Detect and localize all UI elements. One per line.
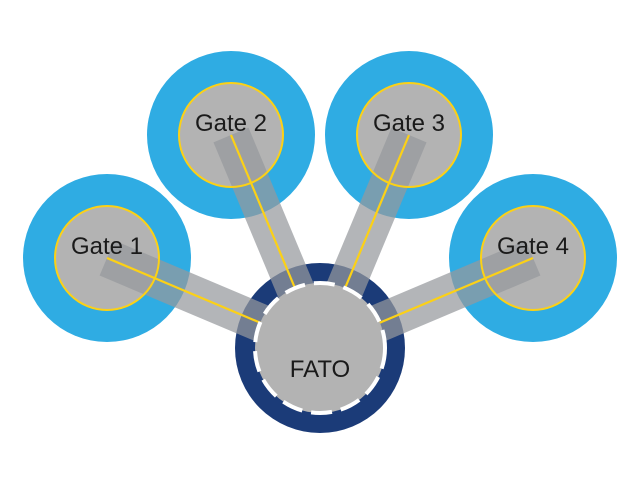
gate-3-yellow-ring	[356, 82, 462, 188]
gate-3-label: Gate 3	[373, 110, 445, 137]
gate-2-yellow-ring	[178, 82, 284, 188]
gate-2-label: Gate 2	[195, 110, 267, 137]
gate-1-label: Gate 1	[71, 233, 143, 260]
fato-label: FATO	[290, 356, 350, 383]
fato-pad-circle	[253, 281, 387, 415]
gate-4-label: Gate 4	[497, 233, 569, 260]
gate-1-yellow-ring	[54, 205, 160, 311]
gate-4-yellow-ring	[480, 205, 586, 311]
